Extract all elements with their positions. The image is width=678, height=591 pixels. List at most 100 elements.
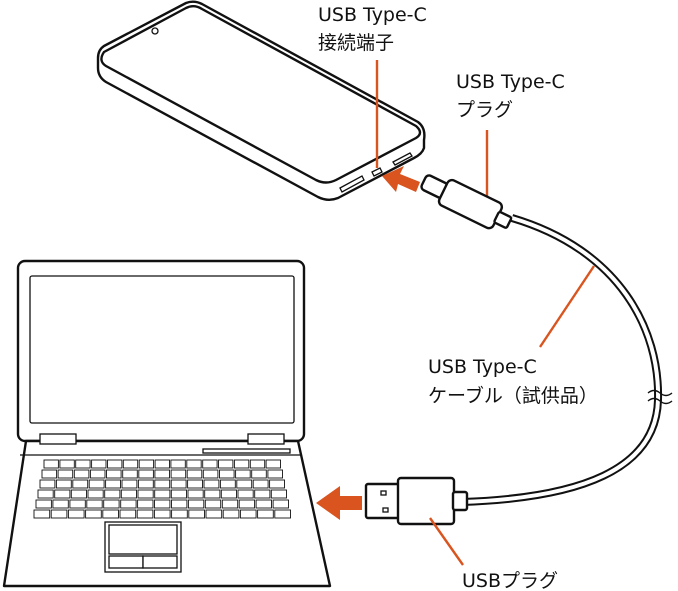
keyboard-key	[186, 469, 203, 479]
keyboard-key	[254, 489, 271, 499]
keyboard-key	[154, 489, 171, 499]
keyboard-key	[238, 499, 256, 509]
keyboard-key	[59, 459, 75, 469]
keyboard-key	[105, 479, 121, 489]
keyboard-key	[121, 479, 138, 489]
cable-label-line2: ケーブル（試供品）	[428, 384, 598, 407]
cable-leader-line	[539, 265, 595, 348]
keyboard-key	[72, 479, 89, 489]
keyboard-key	[138, 459, 155, 469]
keyboard-key	[187, 499, 205, 509]
smartphone	[96, 0, 426, 201]
keyboard	[33, 459, 291, 519]
keyboard-key	[274, 509, 291, 519]
keyboard-key	[120, 499, 137, 509]
keyboard-key	[137, 489, 154, 499]
status-strip	[202, 448, 291, 454]
usb-type-c-plug	[420, 174, 513, 230]
keyboard-key	[204, 489, 221, 499]
keyboard-key	[136, 509, 154, 519]
keyboard-key	[102, 509, 119, 519]
keyboard-key	[50, 509, 68, 519]
keyboard-key	[170, 489, 187, 499]
keyboard-key	[106, 469, 122, 479]
keyboard-key	[188, 509, 205, 519]
keyboard-key	[57, 469, 74, 479]
keyboard-key	[170, 469, 187, 479]
keyboard-key	[41, 469, 58, 479]
keyboard-key	[202, 469, 219, 479]
keyboard-key	[219, 469, 235, 479]
keyboard-key	[249, 459, 266, 469]
phone-port-label-line2: 接続端子	[318, 32, 394, 54]
keyboard-key	[89, 469, 106, 479]
keyboard-key	[54, 489, 71, 499]
keyboard-key	[272, 499, 289, 509]
keyboard-key	[239, 509, 257, 519]
keyboard-key	[37, 489, 54, 499]
cable-break-mark	[647, 389, 673, 405]
keyboard-key	[187, 479, 203, 489]
keyboard-key	[154, 499, 171, 509]
speaker-grille	[392, 152, 413, 166]
keyboard-key	[69, 499, 86, 509]
keyboard-key	[171, 499, 188, 509]
keyboard-key	[255, 499, 272, 509]
keyboard-key	[73, 469, 90, 479]
keyboard-key	[119, 509, 137, 519]
keyboard-key	[103, 499, 120, 509]
keyboard-key	[138, 469, 154, 479]
keyboard-key	[222, 509, 240, 519]
keyboard-key	[233, 459, 250, 469]
keyboard-key	[91, 459, 107, 469]
keyboard-key	[52, 499, 69, 509]
usb-plug-leader-line	[429, 517, 464, 566]
touchpad-left-button	[108, 555, 144, 569]
keyboard-key	[203, 479, 220, 489]
keyboard-key	[218, 459, 234, 469]
laptop-screen	[29, 275, 295, 424]
usb-c-port	[371, 167, 383, 177]
keyboard-key	[257, 509, 274, 519]
keyboard-key	[137, 479, 154, 489]
keyboard-key	[70, 489, 87, 499]
keyboard-key	[120, 489, 137, 499]
keyboard-key	[33, 509, 51, 519]
laptop	[2, 259, 332, 588]
keyboard-key	[187, 489, 204, 499]
keyboard-key	[85, 509, 102, 519]
keyboard-key	[186, 459, 202, 469]
keyboard-key	[204, 499, 222, 509]
keyboard-key	[221, 499, 239, 509]
keyboard-key	[267, 469, 283, 479]
keyboard-key	[153, 509, 171, 519]
touchpad-right-button	[142, 555, 178, 569]
keyboard-key	[75, 459, 91, 469]
keyboard-key	[86, 499, 103, 509]
keyboard-key	[35, 499, 52, 509]
keyboard-key	[252, 479, 269, 489]
keyboard-key	[265, 459, 281, 469]
keyboard-key	[122, 469, 138, 479]
keyboard-key	[104, 489, 121, 499]
cable-label-line1: USB Type-C	[428, 356, 537, 378]
keyboard-key	[55, 479, 72, 489]
typec-plug-label-line2: プラグ	[456, 99, 513, 121]
usb-plug-label: USBプラグ	[462, 570, 558, 591]
keyboard-key	[202, 459, 218, 469]
keyboard-key	[235, 469, 251, 479]
keyboard-key	[87, 489, 104, 499]
side-slot	[339, 175, 365, 193]
keyboard-key	[154, 459, 170, 469]
keyboard-key	[154, 479, 171, 489]
keyboard-key	[39, 479, 56, 489]
keyboard-key	[170, 459, 186, 469]
keyboard-key	[43, 459, 59, 469]
keyboard-key	[88, 479, 105, 489]
typec-plug-label-line1: USB Type-C	[456, 71, 565, 93]
right-hinge	[247, 433, 285, 445]
keyboard-key	[237, 489, 254, 499]
keyboard-key	[107, 459, 123, 469]
